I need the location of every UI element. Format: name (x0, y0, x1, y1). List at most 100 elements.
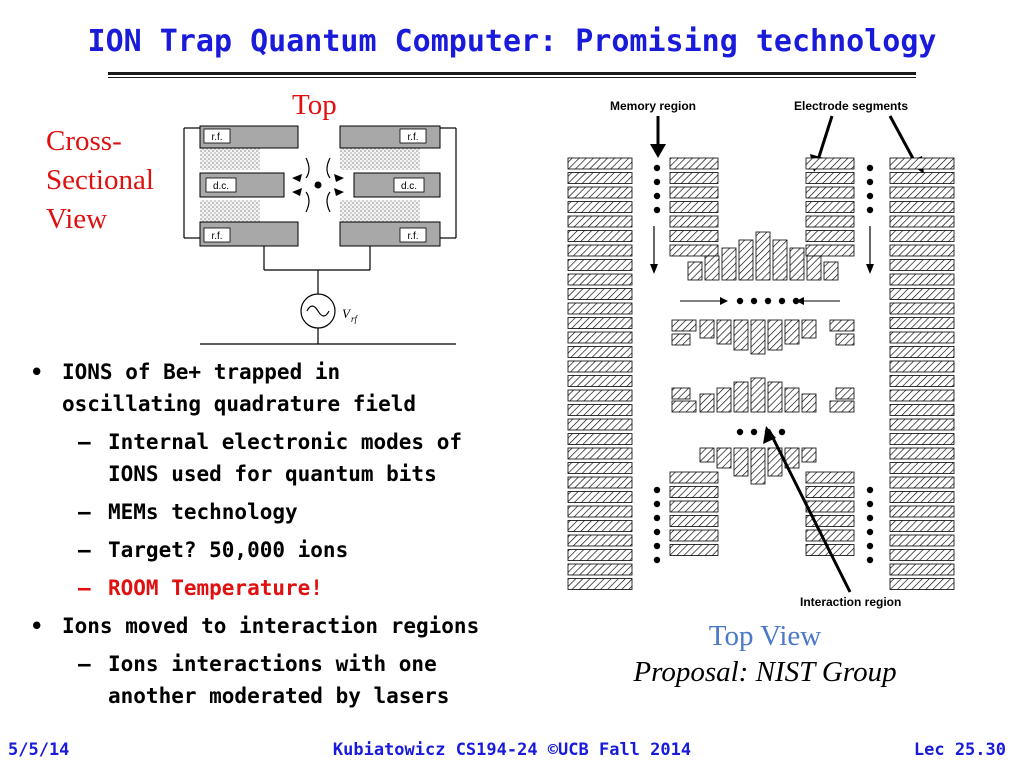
ion-dot (750, 297, 758, 305)
electrode-segment (889, 230, 955, 242)
ion-dot (653, 514, 661, 522)
electrode-segment (889, 302, 955, 315)
top-view-caption: Top View (708, 620, 822, 652)
electrode-label: r.f. (211, 231, 222, 242)
electrode-segment (699, 393, 715, 413)
electrode-segment (567, 505, 633, 518)
sub-bullet-text: Target? 50,000 ions (108, 538, 349, 562)
ion-dot (653, 500, 661, 508)
electrode-segment (805, 215, 855, 228)
electrode-segment (567, 404, 633, 416)
electrode-segment (835, 387, 855, 400)
electrode-segment (806, 255, 822, 281)
electrode-segment (805, 172, 855, 184)
electrode-segment (738, 239, 754, 281)
interaction-region-label: Interaction region (800, 595, 901, 609)
electrode-segment (669, 172, 719, 184)
title-rule-thin (108, 77, 916, 78)
electrode-segment (733, 319, 749, 351)
electrode-segment (567, 215, 633, 228)
bullet-item: • IONS of Be+ trapped in oscillating qua… (30, 356, 550, 420)
electrode-segment (567, 549, 633, 561)
electrode-segment (669, 186, 719, 199)
electrode-segment (772, 239, 788, 281)
electrode-segment (889, 288, 955, 300)
electrode-label: r.f. (407, 132, 418, 143)
electrode-segment (889, 505, 955, 518)
bullet-text: IONS of Be+ trapped in (62, 360, 341, 384)
electrode-label: d.c. (213, 181, 229, 192)
electrode-segment (784, 319, 800, 345)
ion-dot (778, 297, 786, 305)
electrode-segment (669, 157, 719, 170)
electrode-segment (704, 255, 720, 281)
bullet-text: Ions moved to interaction regions (62, 614, 480, 638)
electrode-segment (669, 201, 719, 213)
electrode-segment (805, 230, 855, 242)
ion-dot (866, 542, 874, 550)
electrode-segment (805, 500, 855, 513)
electrode-segment (671, 387, 691, 400)
electrode-segment (889, 317, 955, 329)
sub-bullet-text: ROOM Temperature! (108, 576, 323, 600)
cross-sectional-label-3: View (46, 203, 108, 235)
electrode-segment (567, 186, 633, 199)
bullet-text: oscillating quadrature field (62, 392, 417, 416)
sub-bullet-item: – Ions interactions with one another mod… (78, 652, 450, 708)
electrode-segment (716, 387, 732, 413)
ion-dot (866, 192, 874, 200)
electrode-segment (671, 333, 691, 346)
cross-sectional-label-2: Sectional (46, 164, 154, 196)
electrode-segment (889, 259, 955, 271)
electrode-segment (784, 387, 800, 413)
electrode-segment (567, 462, 633, 474)
electrode-segment (567, 346, 633, 358)
electrode-segment (889, 418, 955, 431)
electrode-segment (889, 273, 955, 286)
electrode-segment (750, 319, 766, 355)
bullet-dot: • (30, 360, 44, 384)
electrode-segment (567, 201, 633, 213)
electrode-segment (699, 319, 715, 339)
electrode-segment (889, 476, 955, 489)
ion-dot (866, 486, 874, 494)
electrode-segment (805, 201, 855, 213)
ion-dot (866, 556, 874, 564)
electrode-segment (889, 433, 955, 445)
ion-dot (653, 192, 661, 200)
sub-bullet-item: – Target? 50,000 ions (78, 538, 349, 562)
electrode-segment (805, 515, 855, 527)
proposal-caption: Proposal: NIST Group (633, 656, 897, 688)
electrode-segment (889, 157, 955, 170)
ion-dot (736, 297, 744, 305)
electrode-label: d.c. (401, 181, 417, 192)
electrode-segment (889, 549, 955, 561)
electrode-segment (669, 529, 719, 542)
electrode-segment (755, 231, 771, 281)
electrode-segment (801, 319, 817, 339)
electrode-segment (567, 259, 633, 271)
ion-dot (866, 178, 874, 186)
ion-dot (866, 528, 874, 536)
sub-bullet-text: another moderated by lasers (108, 684, 450, 708)
electrode-segment (889, 360, 955, 373)
electrode-segment (669, 471, 719, 484)
electrode-segment (889, 186, 955, 199)
top-label: Top (292, 89, 337, 121)
top-view-diagram: Memory region Electrode segments Interac… (567, 99, 955, 609)
electrode-segment (733, 447, 749, 477)
electrode-segment (567, 360, 633, 373)
electrode-label: r.f. (407, 231, 418, 242)
electrode-segment (805, 244, 855, 257)
ion-dot (866, 514, 874, 522)
electrode-segment (823, 261, 839, 281)
electrode-segment (889, 520, 955, 532)
electrode-segment (889, 389, 955, 402)
electrode-segment (669, 244, 719, 257)
electrode-segment (889, 215, 955, 228)
voltage-subscript: rf (351, 314, 359, 324)
electrode-segment (687, 261, 703, 281)
electrode-segment (767, 381, 783, 413)
electrode-segment (567, 578, 633, 590)
electrode-segment (829, 319, 855, 332)
